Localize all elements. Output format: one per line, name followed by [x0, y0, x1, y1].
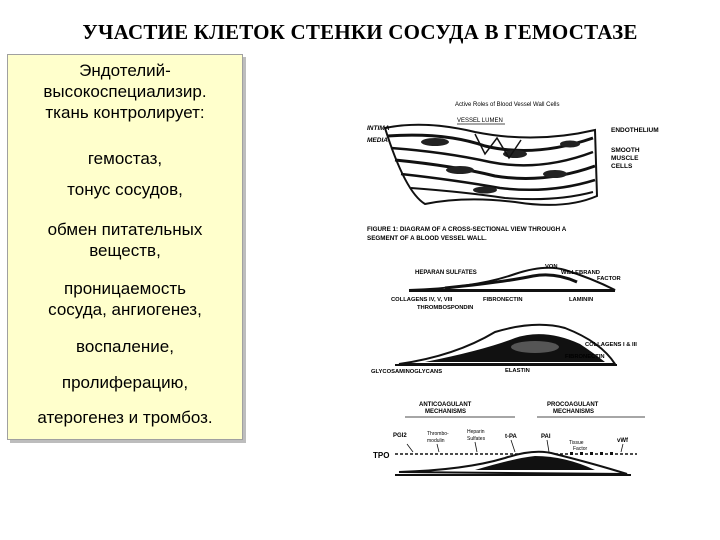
svg-text:vWf: vWf — [617, 438, 629, 444]
endothelium-matrix-diagram — [408, 266, 616, 292]
coagulation-mechanisms-diagram — [395, 439, 637, 476]
svg-text:MECHANISMS: MECHANISMS — [553, 409, 594, 415]
svg-text:Heparin: Heparin — [467, 429, 485, 435]
svg-text:PGI2: PGI2 — [393, 433, 407, 439]
function-item-proliferation: пролиферацию, — [61, 373, 189, 392]
svg-text:Thrombo-: Thrombo- — [427, 431, 449, 437]
svg-text:t-PA: t-PA — [505, 434, 518, 440]
svg-text:ENDOTHELIUM: ENDOTHELIUM — [611, 127, 659, 134]
svg-text:CELLS: CELLS — [611, 163, 633, 170]
svg-text:GLYCOSAMINOGLYCANS: GLYCOSAMINOGLYCANS — [371, 369, 442, 375]
svg-text:TPO: TPO — [373, 451, 389, 460]
function-item-permeability: проницаемость сосуда, ангиогенез, — [48, 279, 202, 319]
svg-text:HEPARAN SULFATES: HEPARAN SULFATES — [415, 270, 477, 276]
svg-text:PAI: PAI — [541, 434, 551, 440]
function-item-atherogenesis: атерогенез и тромбоз. — [37, 408, 213, 427]
svg-text:MECHANISMS: MECHANISMS — [425, 409, 466, 415]
function-item-hemostasis: гемостаз, — [87, 149, 163, 168]
svg-text:SEGMENT OF A BLOOD VESSEL WALL: SEGMENT OF A BLOOD VESSEL WALL. — [367, 235, 487, 242]
svg-text:modulin: modulin — [427, 438, 445, 444]
svg-text:Factor: Factor — [573, 446, 588, 452]
svg-text:FIBRONECTIN: FIBRONECTIN — [565, 354, 605, 360]
svg-text:ANTICOAGULANT: ANTICOAGULANT — [419, 402, 472, 408]
svg-text:LAMININ: LAMININ — [569, 297, 593, 303]
function-item-inflammation: воспаление, — [76, 337, 174, 356]
svg-text:THROMBOSPONDIN: THROMBOSPONDIN — [417, 305, 473, 311]
svg-text:SMOOTH: SMOOTH — [611, 147, 640, 154]
figure-header: Active Roles of Blood Vessel Wall Cells — [455, 102, 560, 108]
figure-caption: FIGURE 1: DIAGRAM OF A CROSS-SECTIONAL V… — [367, 226, 567, 233]
svg-text:INTIMA: INTIMA — [367, 125, 390, 132]
svg-text:ELASTIN: ELASTIN — [505, 368, 530, 374]
svg-text:FACTOR: FACTOR — [597, 276, 622, 282]
svg-text:VON: VON — [545, 264, 558, 270]
smooth-muscle-diagram — [395, 323, 617, 366]
vessel-wall-figure: Active Roles of Blood Vessel Wall Cells … — [367, 102, 659, 476]
svg-text:MEDIA: MEDIA — [367, 137, 388, 144]
panel-heading: Эндотелий- высокоспециализир. ткань конт… — [43, 61, 207, 122]
function-item-tone: тонус сосудов, — [67, 180, 183, 199]
function-item-metabolism: обмен питательных веществ, — [47, 220, 203, 260]
svg-text:FIBRONECTIN: FIBRONECTIN — [483, 297, 523, 303]
svg-text:VESSEL LUMEN: VESSEL LUMEN — [457, 118, 503, 124]
svg-text:MUSCLE: MUSCLE — [611, 155, 639, 162]
svg-text:PROCOAGULANT: PROCOAGULANT — [547, 402, 599, 408]
vessel-wall-cross-section — [383, 123, 599, 206]
svg-text:WILLEBRAND: WILLEBRAND — [561, 270, 600, 276]
svg-text:Sulfates: Sulfates — [467, 436, 486, 442]
svg-text:Tissue: Tissue — [569, 440, 584, 446]
slide-title: УЧАСТИЕ КЛЕТОК СТЕНКИ СОСУДА В ГЕМОСТАЗЕ — [82, 20, 638, 44]
svg-text:COLLAGENS I & III: COLLAGENS I & III — [585, 342, 637, 348]
svg-text:COLLAGENS IV, V, VIII: COLLAGENS IV, V, VIII — [391, 297, 453, 303]
endothelium-functions-panel: Эндотелий- высокоспециализир. ткань конт… — [7, 54, 243, 440]
